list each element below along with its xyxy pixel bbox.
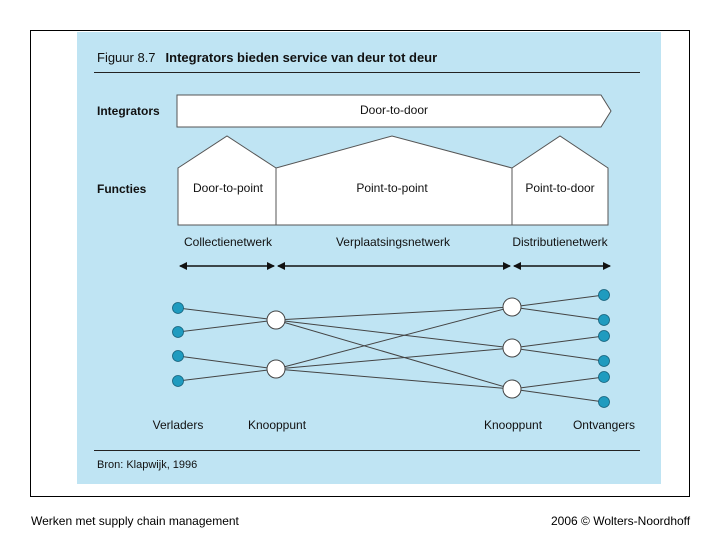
shipper-node xyxy=(172,302,184,314)
knooppunt-left-label: Knooppunt xyxy=(247,418,307,432)
hub-nodes xyxy=(266,297,522,399)
receiver-node xyxy=(598,330,610,342)
shipper-node xyxy=(172,326,184,338)
footer-left: Werken met supply chain management xyxy=(31,514,239,528)
point-to-point-label: Point-to-point xyxy=(356,181,428,195)
shipper-node xyxy=(172,350,184,362)
door-to-door-bar xyxy=(176,94,612,128)
collectienetwerk-label: Collectienetwerk xyxy=(183,235,273,249)
knooppunt-right-label: Knooppunt xyxy=(483,418,543,432)
footer-right: 2006 © Wolters-Noordhoff xyxy=(551,514,691,528)
shipper-node xyxy=(172,375,184,387)
figure-source: Bron: Klapwijk, 1996 xyxy=(97,459,198,471)
figure-caption: Integrators bieden service van deur tot … xyxy=(165,50,438,65)
hub-node-right xyxy=(502,379,522,399)
receiver-node xyxy=(598,396,610,408)
integrators-row-label: Integrators xyxy=(97,104,160,118)
point-to-door-shape xyxy=(511,135,609,226)
hub-node-left xyxy=(266,359,286,379)
title-rule xyxy=(94,72,640,73)
door-to-point-shape xyxy=(177,135,277,226)
verplaatsingsnetwerk-label: Verplaatsingsnetwerk xyxy=(335,235,451,249)
point-to-door-label: Point-to-door xyxy=(525,181,595,195)
hub-node-right xyxy=(502,297,522,317)
receiver-nodes xyxy=(598,289,610,408)
verladers-label: Verladers xyxy=(152,418,204,432)
hub-node-right xyxy=(502,338,522,358)
receiver-node xyxy=(598,289,610,301)
door-to-door-label: Door-to-door xyxy=(359,103,429,117)
receiver-node xyxy=(598,314,610,326)
source-rule xyxy=(94,450,640,451)
shipper-nodes xyxy=(172,302,184,387)
receiver-node xyxy=(598,371,610,383)
connection-lines xyxy=(177,294,605,403)
hub-node-left xyxy=(266,310,286,330)
figure-title: Figuur 8.7 Integrators bieden service van… xyxy=(97,50,437,65)
distributienetwerk-label: Distributienetwerk xyxy=(512,235,608,249)
functies-row-label: Functies xyxy=(97,182,147,196)
point-to-point-shape xyxy=(275,135,513,226)
figure-number: Figuur 8.7 xyxy=(97,50,156,65)
receiver-node xyxy=(598,355,610,367)
ontvangers-label: Ontvangers xyxy=(572,418,636,432)
door-to-point-label: Door-to-point xyxy=(192,181,264,195)
